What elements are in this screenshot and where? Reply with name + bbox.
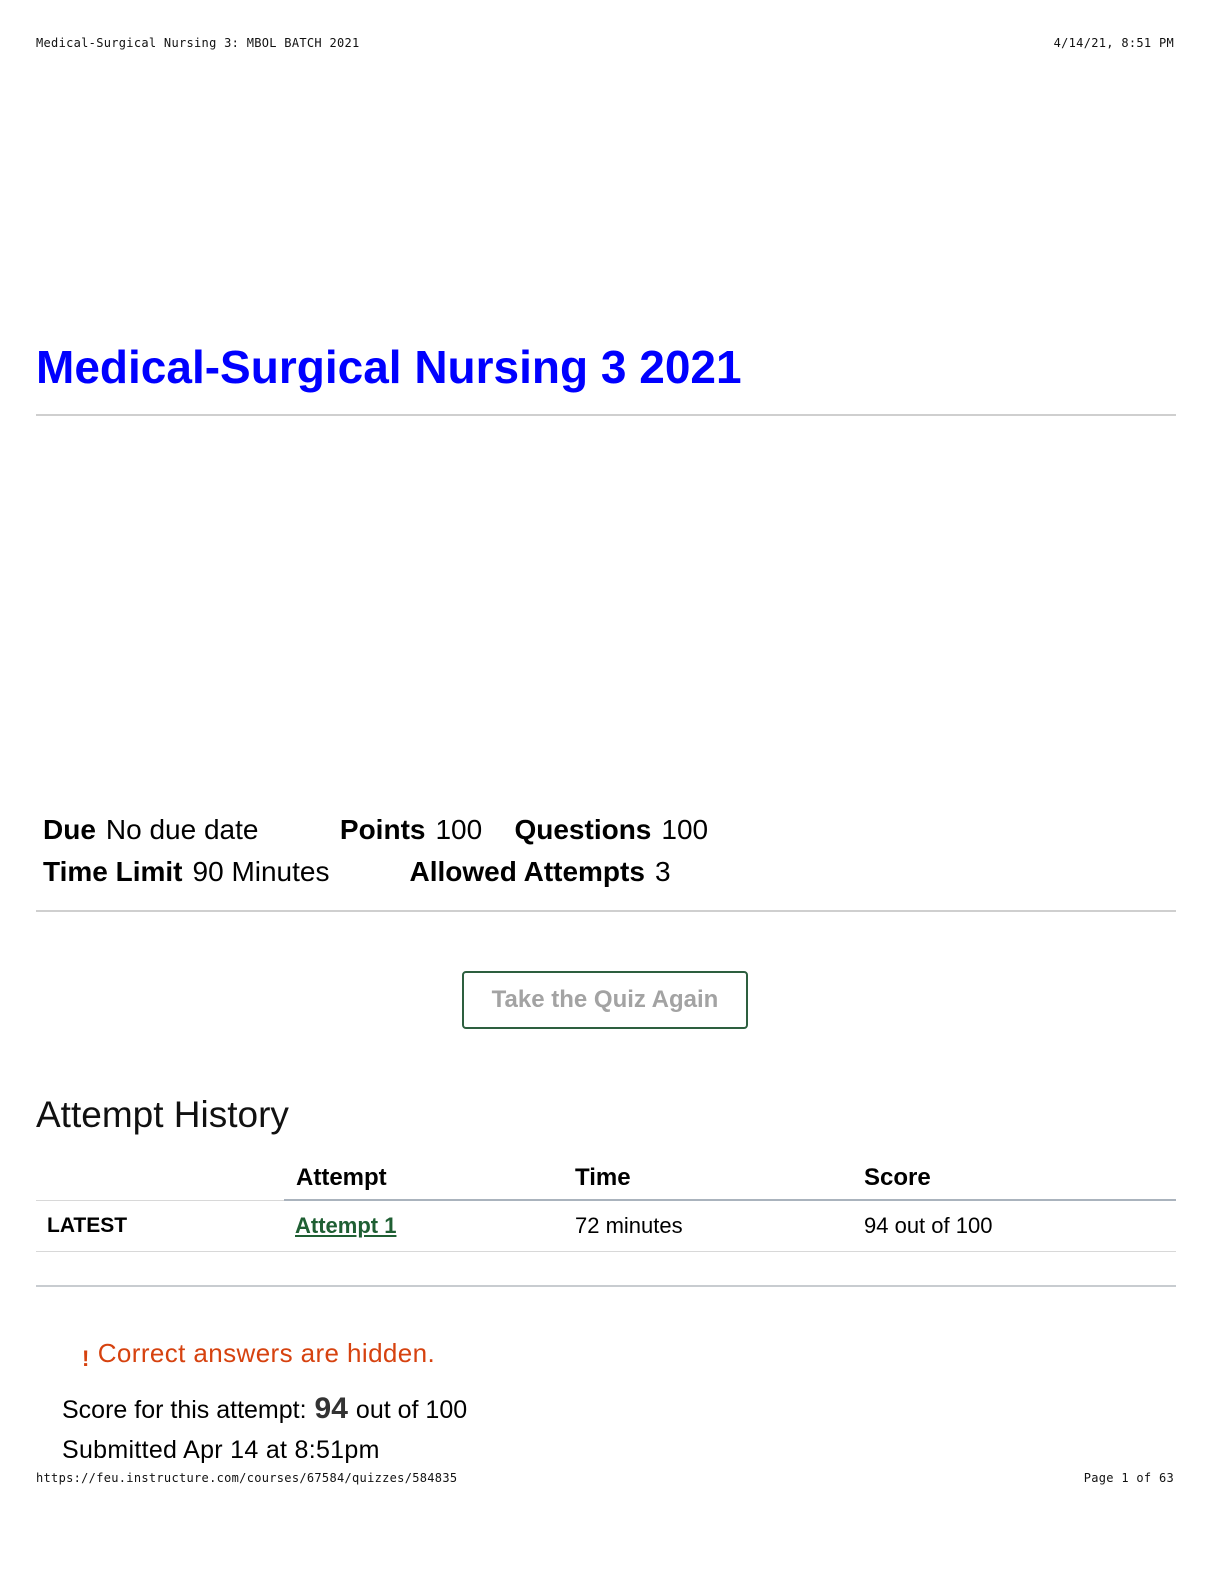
attempt-time: 72 minutes <box>573 1200 864 1252</box>
attempt-score-summary: Score for this attempt: 94 out of 100 <box>62 1392 467 1426</box>
print-footer-page: Page 1 of 63 <box>1083 1471 1174 1485</box>
due-value: No due date <box>105 814 259 845</box>
questions-label: Questions <box>514 814 652 845</box>
attempt-1-link[interactable]: Attempt 1 <box>295 1213 397 1238</box>
attempt-cell: Attempt 1 <box>284 1200 573 1252</box>
details-divider <box>36 910 1176 912</box>
take-quiz-again-button[interactable]: Take the Quiz Again <box>462 971 748 1029</box>
attempt-score: 94 out of 100 <box>864 1200 1176 1252</box>
history-divider <box>36 1285 1176 1287</box>
due-label: Due <box>43 814 96 845</box>
points-value: 100 <box>435 814 483 845</box>
page-title: Medical-Surgical Nursing 3 2021 <box>36 341 742 393</box>
allowed-attempts-value: 3 <box>654 856 671 887</box>
score-value: 94 <box>314 1392 348 1425</box>
column-header-attempt: Attempt <box>284 1157 573 1201</box>
questions-value: 100 <box>661 814 709 845</box>
print-header-datetime: 4/14/21, 8:51 PM <box>1053 36 1174 50</box>
title-divider <box>36 414 1176 416</box>
notice-text: Correct answers are hidden. <box>97 1338 436 1368</box>
attempt-status: LATEST <box>36 1199 284 1252</box>
attempt-history-table: Attempt Time Score LATEST Attempt 1 72 m… <box>36 1157 1176 1252</box>
submitted-timestamp: Submitted Apr 14 at 8:51pm <box>62 1436 380 1464</box>
table-row: LATEST Attempt 1 72 minutes 94 out of 10… <box>36 1199 1176 1252</box>
correct-answers-hidden-notice: ! Correct answers are hidden. <box>82 1338 436 1371</box>
print-header: Medical-Surgical Nursing 3: MBOL BATCH 2… <box>36 36 1174 50</box>
column-header-time: Time <box>573 1157 864 1201</box>
score-prefix: Score for this attempt: <box>62 1396 307 1424</box>
column-header-score: Score <box>864 1157 1176 1201</box>
print-header-title: Medical-Surgical Nursing 3: MBOL BATCH 2… <box>36 36 360 50</box>
points-label: Points <box>339 814 426 845</box>
attempt-history-heading: Attempt History <box>36 1094 289 1135</box>
quiz-details-row-2: Time Limit 90 Minutes Allowed Attempts 3 <box>43 856 671 888</box>
print-footer: https://feu.instructure.com/courses/6758… <box>36 1471 1174 1485</box>
time-limit-value: 90 Minutes <box>192 856 330 887</box>
print-footer-url: https://feu.instructure.com/courses/6758… <box>36 1471 458 1485</box>
table-header-row: Attempt Time Score <box>36 1157 1176 1201</box>
allowed-attempts-label: Allowed Attempts <box>409 856 645 887</box>
exclamation-icon: ! <box>82 1346 90 1371</box>
quiz-details-row-1: Due No due date Points 100 Questions 100 <box>43 814 708 846</box>
column-header-status <box>36 1157 284 1200</box>
time-limit-label: Time Limit <box>43 856 183 887</box>
score-suffix: out of 100 <box>355 1396 468 1424</box>
